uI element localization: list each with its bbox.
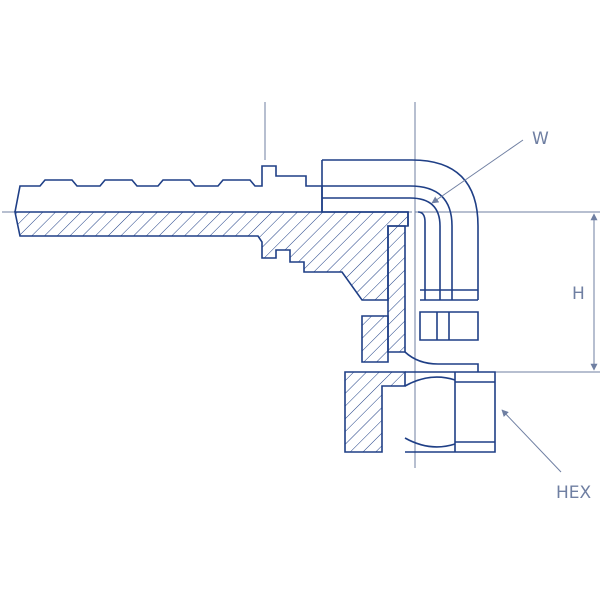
elbow-tube-core [417, 211, 426, 300]
leaders [431, 139, 562, 473]
w-label: W [532, 129, 549, 149]
section-view [14, 211, 409, 453]
tube-end-band [420, 289, 478, 301]
elbow-tube-top [322, 159, 479, 300]
swivel-ring-slots [436, 312, 450, 340]
elbow-tube-mid [322, 197, 441, 300]
swivel-ring [419, 311, 479, 341]
hex-label: HEX [556, 483, 592, 503]
center-lines [2, 102, 600, 468]
nut-collar [404, 351, 479, 372]
hex-nut-chamfer [404, 376, 456, 448]
barb-profile [14, 165, 323, 213]
fitting-outline [14, 159, 496, 453]
hex-nut-flats [454, 372, 495, 452]
elbow-section [387, 225, 406, 353]
hex-leader [501, 409, 562, 473]
w-leader [431, 139, 524, 204]
barb-stem-section [14, 211, 409, 301]
h-label: H [572, 284, 585, 304]
nut-section [344, 371, 406, 453]
nut-shoulder-section [361, 315, 389, 363]
hex-nut-body [405, 371, 496, 453]
